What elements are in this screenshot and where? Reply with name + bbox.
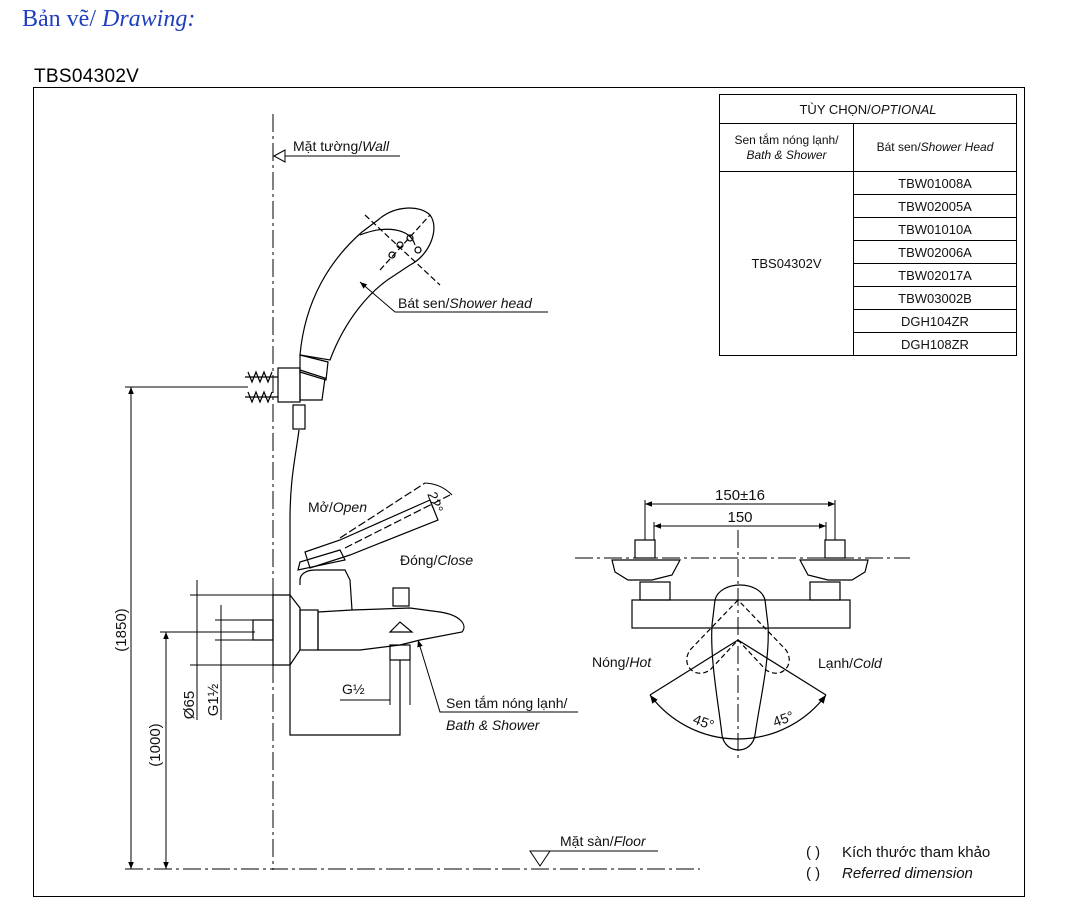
hot-label: Nóng/Hot bbox=[592, 654, 652, 670]
diameter: Ø65 bbox=[181, 691, 198, 719]
height-dims bbox=[125, 386, 275, 869]
cold-label-vi: Lạnh/ bbox=[818, 655, 853, 671]
legend-line-vi: ( ) Kích thước tham khảo bbox=[806, 842, 990, 863]
option-item: TBW02005A bbox=[853, 194, 1017, 218]
heading-vi: Bản vẽ/ bbox=[22, 6, 96, 32]
table-model: TBS04302V bbox=[719, 171, 854, 356]
option-item: TBW03002B bbox=[853, 286, 1017, 310]
option-item: TBW02017A bbox=[853, 263, 1017, 287]
hot-label-en: Hot bbox=[629, 654, 652, 670]
hot-label-vi: Nóng/ bbox=[592, 654, 629, 670]
legend-vi: Kích thước tham khảo bbox=[842, 844, 991, 861]
heading-en: Drawing: bbox=[95, 6, 196, 32]
angle-left: 45° bbox=[691, 711, 716, 733]
angle-right: 45° bbox=[771, 708, 796, 730]
bath-shower-label: Sen tắm nóng lạnh/ Bath & Shower bbox=[417, 639, 578, 733]
wall-label-vi: Mặt tường/ bbox=[293, 138, 362, 154]
floor-label-vi: Mặt sàn/ bbox=[560, 833, 614, 849]
svg-text:Mặt tường/Wall: Mặt tường/Wall bbox=[293, 138, 390, 154]
wall-label: Mặt tường/Wall bbox=[272, 138, 400, 163]
legend: ( ) Kích thước tham khảo ( ) Referred dime… bbox=[806, 842, 990, 884]
cold-label: Lạnh/Cold bbox=[818, 655, 883, 671]
model-title: TBS04302V bbox=[34, 66, 140, 87]
mixer-side-view bbox=[252, 482, 465, 666]
legend-paren-2: ( ) bbox=[806, 865, 821, 882]
drawing-frame bbox=[33, 87, 1025, 897]
height-mixer: (1000) bbox=[147, 723, 164, 766]
open-label-vi: Mở/ bbox=[308, 499, 333, 515]
optional-title-en: OPTIONAL bbox=[870, 101, 937, 117]
optional-title: TÙY CHỌN/OPTIONAL bbox=[719, 94, 1017, 124]
angle-open: 22° bbox=[424, 490, 446, 515]
optional-title-vi: TÙY CHỌN/ bbox=[799, 101, 871, 117]
floor-label-en: Floor bbox=[614, 833, 647, 849]
angle-open-arc bbox=[424, 482, 453, 496]
outlet-thread-dim bbox=[340, 660, 411, 705]
option-item: TBW01008A bbox=[853, 171, 1017, 195]
bath-shower-label-vi: Sen tắm nóng lạnh/ bbox=[446, 695, 568, 711]
option-item: TBW02006A bbox=[853, 240, 1017, 264]
shower-head bbox=[299, 207, 441, 381]
legend-paren: ( ) bbox=[806, 844, 821, 861]
close-label-en: Close bbox=[437, 552, 473, 568]
wall-label-en: Wall bbox=[362, 138, 390, 154]
col2-header-en: Shower Head bbox=[920, 140, 994, 154]
width: 150 bbox=[727, 509, 752, 526]
width-dims bbox=[644, 500, 836, 540]
width-tol: 150±16 bbox=[715, 487, 765, 504]
option-item: DGH108ZR bbox=[853, 332, 1017, 356]
height-total: (1850) bbox=[113, 608, 130, 651]
thread-outlet: G½ bbox=[342, 681, 365, 697]
option-item: DGH104ZR bbox=[853, 309, 1017, 333]
close-label-vi: Đóng/ bbox=[400, 552, 437, 568]
col2-header-vi: Bát sen/ bbox=[876, 140, 921, 154]
col1-header: Sen tắm nóng lạnh/Bath & Shower bbox=[719, 123, 854, 172]
svg-text:Bát sen/Shower head: Bát sen/Shower head bbox=[398, 295, 533, 311]
cold-label-en: Cold bbox=[853, 655, 883, 671]
shower-head-label-vi: Bát sen/ bbox=[398, 295, 449, 311]
open-label-en: Open bbox=[333, 499, 367, 515]
open-label: Mở/Open bbox=[308, 499, 367, 515]
option-item: TBW01010A bbox=[853, 217, 1017, 241]
wall-bracket bbox=[245, 367, 401, 736]
col1-header-vi: Sen tắm nóng lạnh/ bbox=[734, 132, 839, 147]
floor-label: Mặt sàn/Floor bbox=[529, 833, 658, 867]
mixer-front-view bbox=[575, 530, 910, 760]
page-heading: Bản vẽ/ Drawing: bbox=[22, 6, 195, 33]
optional-table: TÙY CHỌN/OPTIONAL Sen tắm nóng lạnh/Bath… bbox=[719, 94, 1017, 356]
bath-shower-label-en: Bath & Shower bbox=[446, 717, 541, 733]
legend-en: Referred dimension bbox=[842, 865, 973, 882]
shower-head-label-en: Shower head bbox=[449, 295, 533, 311]
shower-head-label: Bát sen/Shower head bbox=[359, 281, 548, 313]
close-label: Đóng/Close bbox=[400, 552, 473, 568]
col2-header: Bát sen/Shower Head bbox=[853, 123, 1017, 172]
svg-text:Mặt sàn/Floor: Mặt sàn/Floor bbox=[560, 833, 647, 849]
col1-header-en: Bath & Shower bbox=[746, 147, 827, 162]
thread-inlet: G1½ bbox=[205, 683, 222, 716]
legend-line-en: ( ) Referred dimension bbox=[806, 863, 990, 884]
